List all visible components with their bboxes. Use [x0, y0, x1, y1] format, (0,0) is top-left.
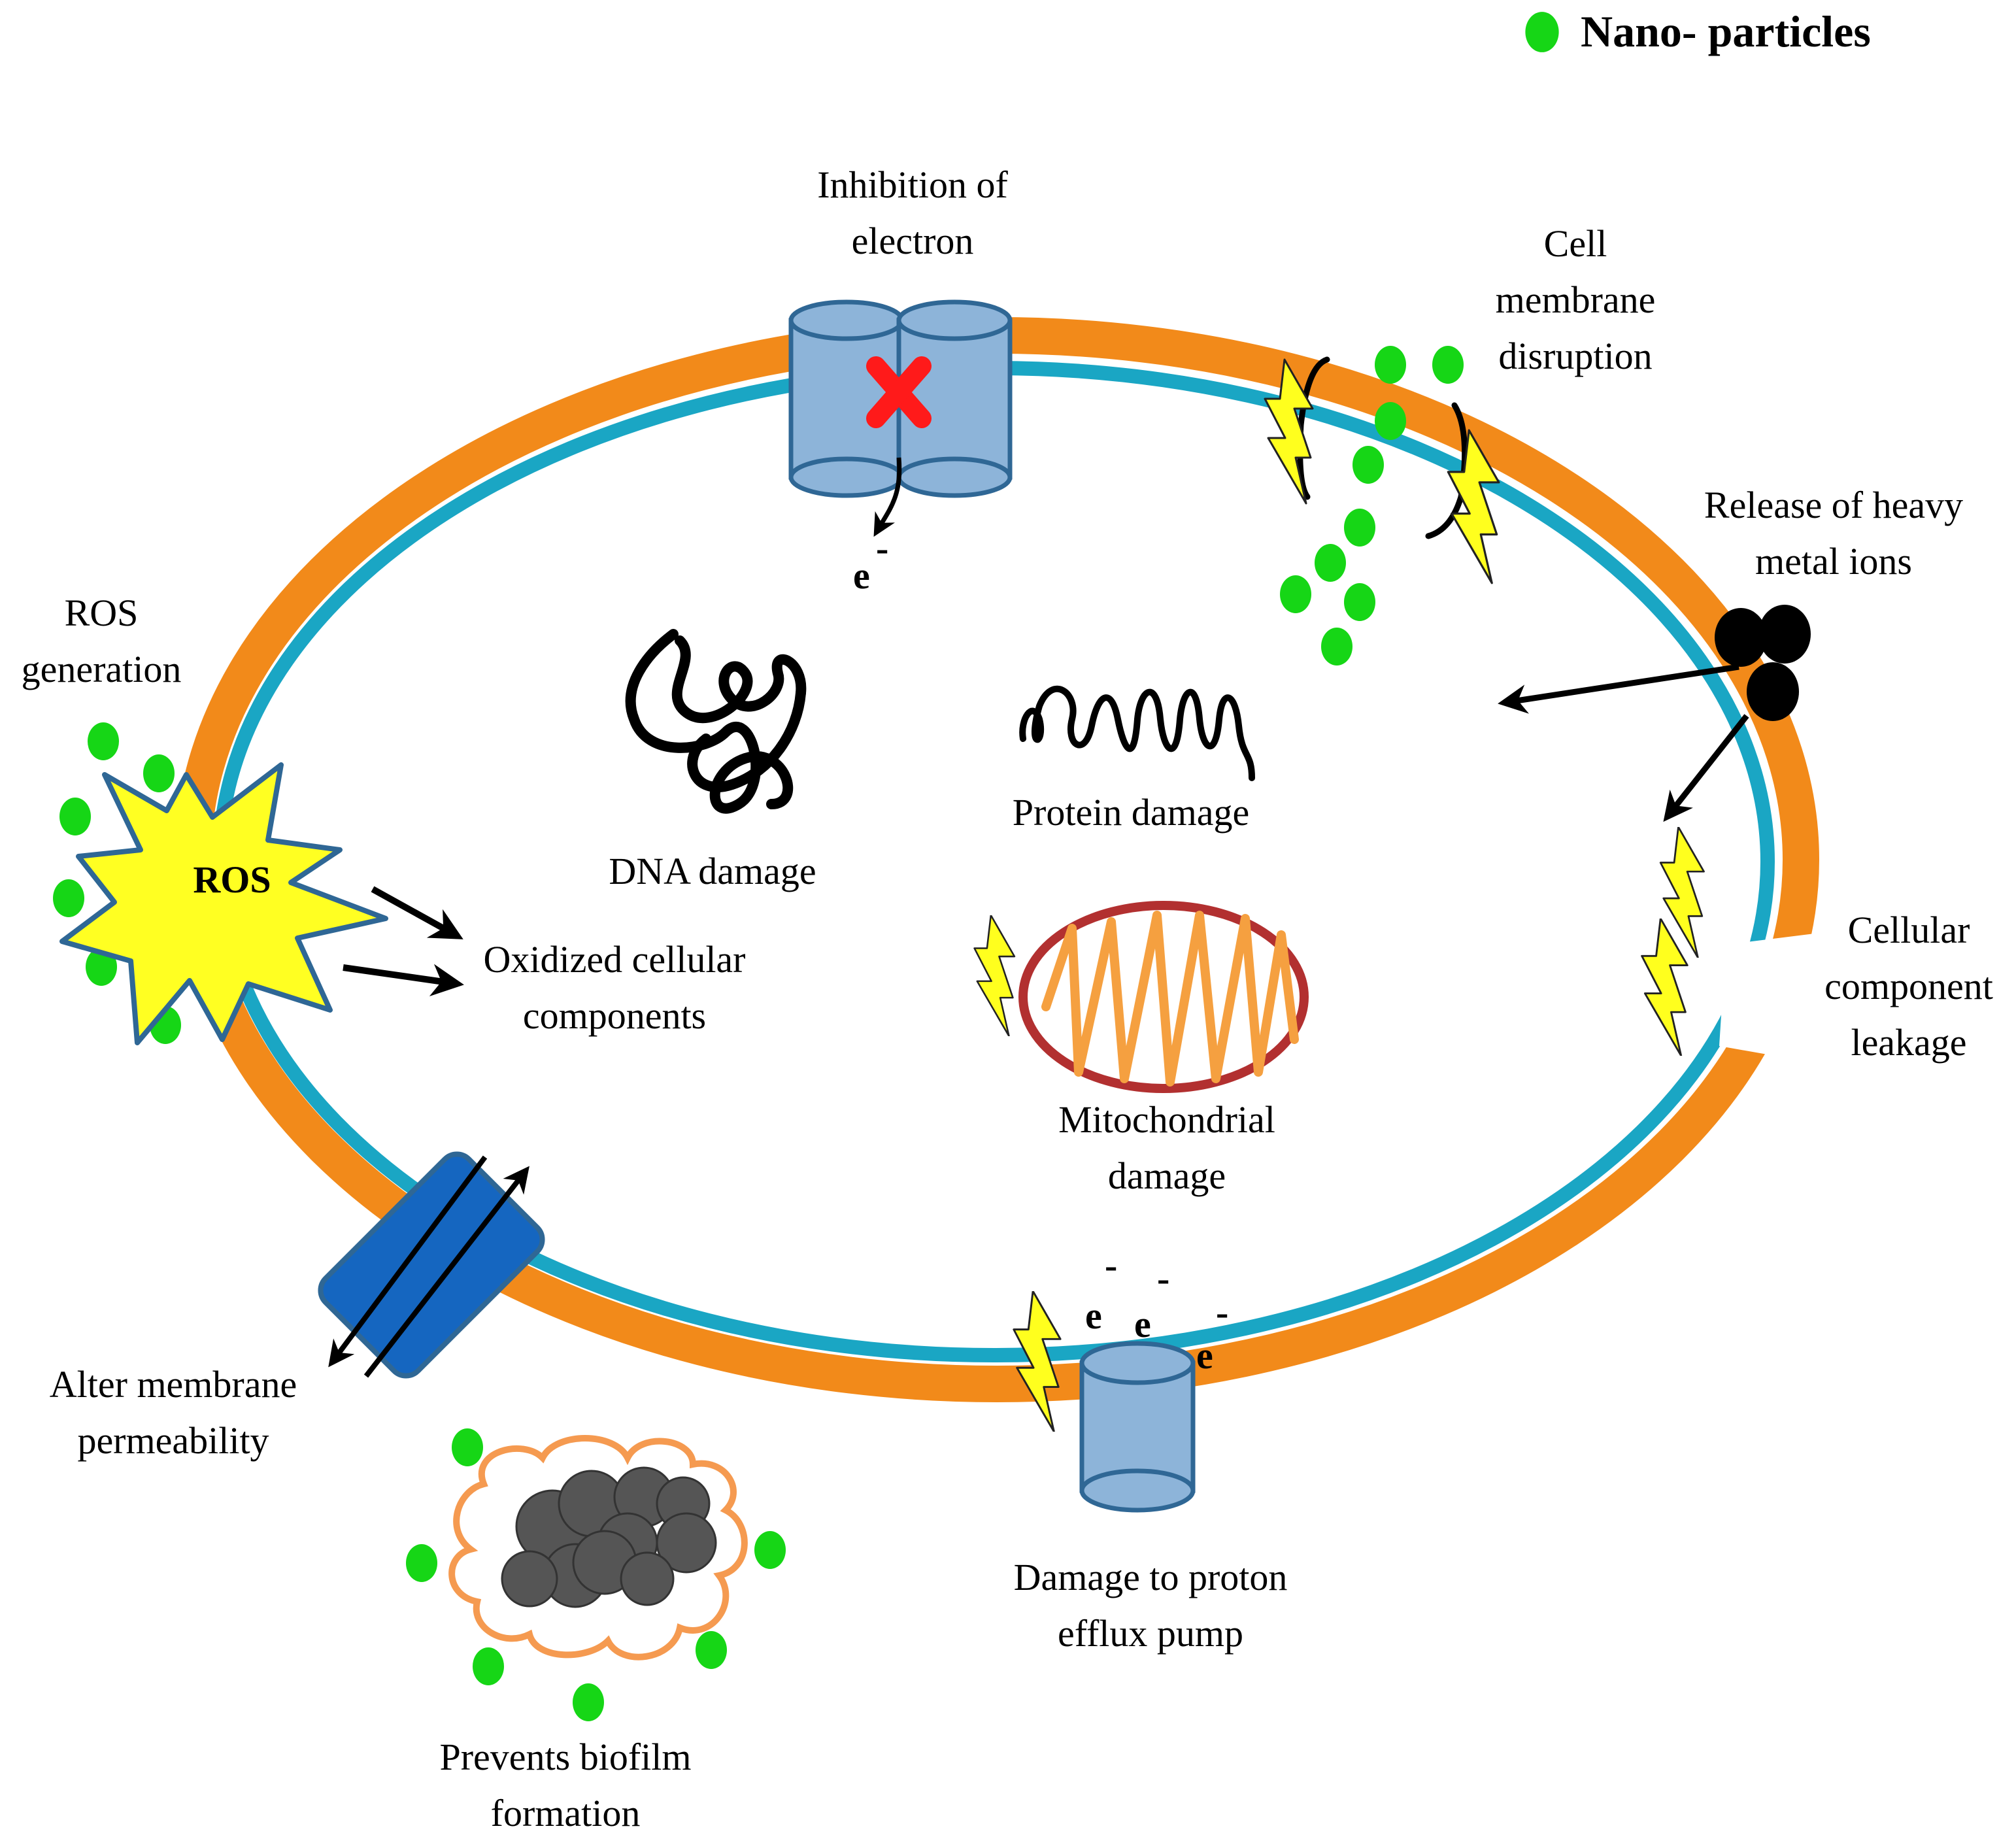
dna-icon [625, 629, 807, 814]
heavy-metal-ion [1758, 605, 1811, 664]
label-dna-damage: DNA damage [609, 850, 816, 892]
electron-symbol: e [853, 554, 870, 597]
nanoparticle [573, 1683, 604, 1721]
proton-pump: e - e - e - [1014, 1244, 1228, 1513]
biofilm-icon [448, 1435, 748, 1660]
ros-arrow [371, 886, 463, 939]
ros-burst-label: ROS [193, 858, 271, 901]
electron-charge: - [876, 527, 888, 569]
mitochondria-icon [975, 901, 1309, 1093]
ros-burst: ROS [59, 762, 464, 1045]
nanoparticle [473, 1647, 504, 1685]
leakage-gap [1719, 932, 1830, 1066]
nanoparticle [1375, 346, 1406, 384]
nanoparticle [1344, 509, 1375, 547]
block-x-icon [866, 356, 932, 428]
protein-icon [1019, 685, 1255, 781]
nanoparticle [1321, 628, 1352, 666]
heavy-metal-ion [1747, 662, 1799, 721]
heavy-metal-ion [1715, 608, 1767, 667]
nanoparticle [59, 798, 91, 835]
lightning-icon [975, 915, 1015, 1036]
nanoparticle [406, 1544, 437, 1582]
membrane-disruption [1264, 356, 1500, 584]
nanoparticle [1344, 583, 1375, 621]
electron-charge: - [1216, 1291, 1228, 1334]
legend-nanoparticle-icon [1525, 12, 1559, 52]
ros-arrow [343, 964, 464, 997]
nanoparticle [88, 722, 119, 760]
electron-charge: - [1157, 1257, 1169, 1300]
permeability-arrow [363, 1166, 529, 1378]
electron-symbol: e [1085, 1294, 1102, 1337]
ion-arrow [1498, 664, 1739, 714]
heavy-metal-ions [1498, 605, 1811, 822]
nanoparticle [53, 879, 84, 917]
electron-symbol: e [1196, 1334, 1213, 1377]
ion-arrow [1663, 714, 1749, 822]
electron-channel: e - [788, 299, 1013, 597]
nanoparticle [1280, 575, 1311, 613]
nanoparticle [1375, 402, 1406, 440]
legend-label: Nano- particles [1581, 7, 1871, 56]
nanoparticle [1352, 446, 1384, 484]
nanoparticle [1315, 544, 1346, 582]
nanoparticle [143, 754, 175, 792]
electron-symbol: e [1134, 1303, 1151, 1345]
nanoparticle [754, 1531, 786, 1569]
lightning-icon [1642, 918, 1688, 1056]
nanoparticle [696, 1631, 727, 1669]
nanoparticle [452, 1428, 483, 1466]
label-protein-damage: Protein damage [1012, 791, 1250, 834]
electron-exit-arrow [873, 457, 902, 537]
electron-charge: - [1105, 1244, 1117, 1287]
porin-channel [318, 1151, 545, 1379]
permeability-arrow [328, 1155, 488, 1368]
